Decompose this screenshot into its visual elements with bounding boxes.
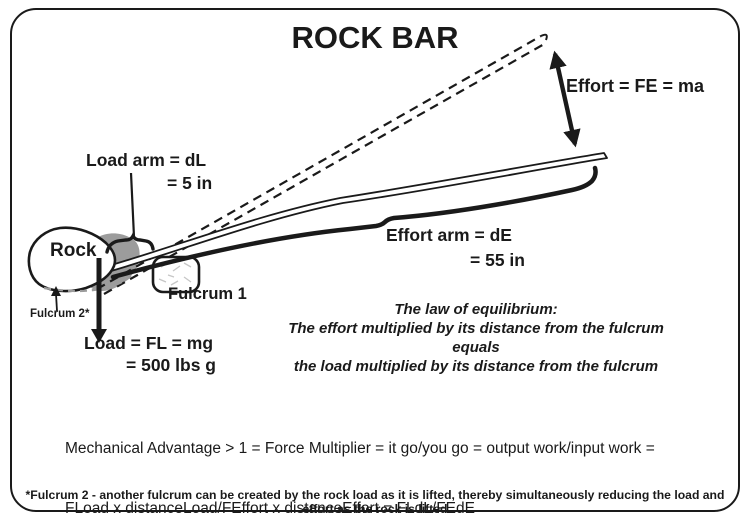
fulcrum2-arrow: [55, 293, 58, 312]
law-line3: equals: [452, 339, 500, 356]
law-of-equilibrium-block: The law of equilibrium: The effort multi…: [280, 300, 672, 376]
law-line1: The law of equilibrium:: [394, 301, 558, 318]
diagram-title: ROCK BAR: [291, 20, 459, 55]
load-label-line2: = 500 lbs g: [126, 355, 216, 375]
bar-lower-edge: [110, 165, 598, 280]
load-arrowhead: [91, 329, 107, 343]
raised-bar-dashed-line-1: [96, 35, 542, 290]
load-label-line1: Load = FL = mg: [84, 333, 214, 353]
fulcrum2-label: Fulcrum 2*: [30, 308, 90, 320]
load-arm-label-line1: Load arm = dL: [86, 150, 207, 170]
effort-arm-label-line2: = 55 in: [470, 250, 525, 270]
fulcrum1-label: Fulcrum 1: [168, 285, 247, 303]
rock-label: Rock: [50, 240, 97, 261]
equation-line2: FLoad x distanceLoad/FEffort x distanceE…: [65, 500, 475, 517]
load-arm-pointer-line: [129, 172, 136, 238]
equation-line1: Mechanical Advantage > 1 = Force Multipl…: [65, 440, 655, 457]
law-line4: the load multiplied by its distance from…: [293, 358, 659, 375]
load-arm-label-line2: = 5 in: [167, 173, 213, 193]
ground-dashed-arc: [43, 275, 132, 293]
fulcrum2-arrowhead: [51, 286, 61, 296]
bar-top-face: [107, 152, 608, 272]
law-line2: The effort multiplied by its distance fr…: [288, 320, 664, 337]
effort-label: Effort = FE = ma: [566, 76, 705, 96]
effort-arm-label-line1: Effort arm = dE: [386, 225, 512, 245]
effort-arrow: [549, 50, 581, 148]
dashed-line-tip-hook: [540, 33, 548, 41]
diagram-border: [10, 8, 740, 512]
rock-shape: [27, 226, 117, 293]
equations-block: Mechanical Advantage > 1 = Force Multipl…: [65, 399, 655, 521]
footnote: *Fulcrum 2 - another fulcrum can be crea…: [25, 488, 725, 516]
raised-bar-dashed-line-2: [103, 42, 547, 295]
